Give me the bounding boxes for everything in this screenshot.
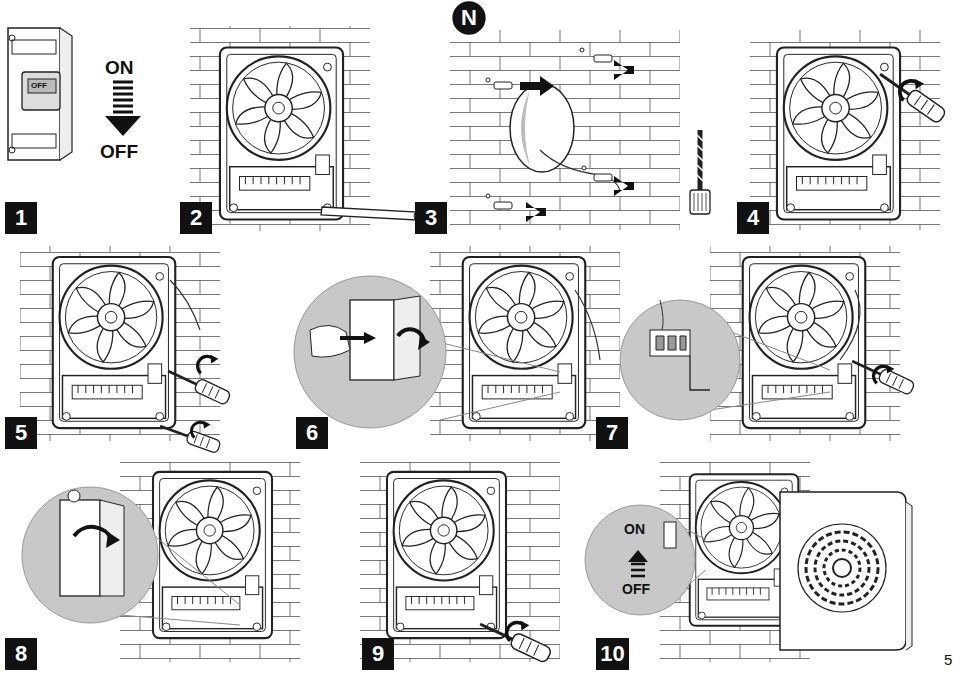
step-number: 10 [600,643,624,665]
switch-state: ON [105,58,134,77]
screwdriver [158,420,221,454]
breaker [8,28,72,160]
brick-wall [430,246,620,441]
brick-wall [360,462,560,662]
step-number-box: 5 [5,417,37,449]
zoom-detail [585,505,695,615]
switch-state: OFF [100,142,138,161]
step-number: 7 [606,422,618,444]
drill-bit [690,130,710,214]
push-arrows [520,60,634,222]
step-number: 9 [372,643,384,665]
zoom-detail [22,487,158,623]
step-number-box: 2 [180,202,212,234]
step-number-box: 7 [596,417,628,449]
switch-arrow [105,82,141,136]
step-number: N [461,7,477,29]
switch-state: ON [624,522,645,536]
step-number: 5 [15,422,27,444]
wall-plugs [486,48,612,209]
step-number: 1 [15,207,27,229]
switch-label: OFF [31,82,47,90]
brick-wall [450,30,680,230]
step-number-box: 8 [5,638,37,670]
fan-unit [220,48,343,220]
step-number: 8 [15,643,27,665]
fan-unit [463,257,586,428]
step-number-box: 4 [737,202,769,234]
step-number: 6 [306,422,318,444]
step-number: 2 [190,207,202,229]
turn-arrow [507,621,530,641]
step-number-box: 1 [5,202,37,234]
turn-arrow [191,421,210,438]
turn-arrow [874,365,895,383]
brick-wall [710,246,900,441]
step-number: 3 [425,207,437,229]
zoom-detail [294,276,446,428]
fan-unit [153,472,272,638]
wall-hole [510,84,620,190]
brick-wall [20,246,220,441]
step-number-box: 10 [596,638,629,670]
step-number-box: 9 [362,638,394,670]
switch-state: OFF [622,582,650,596]
badge-circle [452,1,485,34]
screwdriver [849,355,915,396]
screwdriver [477,617,553,664]
step-number-box: 3 [415,202,447,234]
turn-arrow [900,79,924,100]
step-number-box: 6 [296,417,328,449]
step-number: 4 [747,207,759,229]
fan-unit [387,472,506,638]
section-badge: N [452,1,486,35]
zoom-detail [620,300,740,420]
fan-unit [53,257,176,428]
rod-tool [321,207,418,220]
fan-cover [780,492,912,650]
brick-wall [190,26,370,231]
page-number: 5 [944,652,952,667]
screwdriver [875,67,946,124]
turn-arrow [198,355,219,373]
brick-wall [750,30,940,230]
